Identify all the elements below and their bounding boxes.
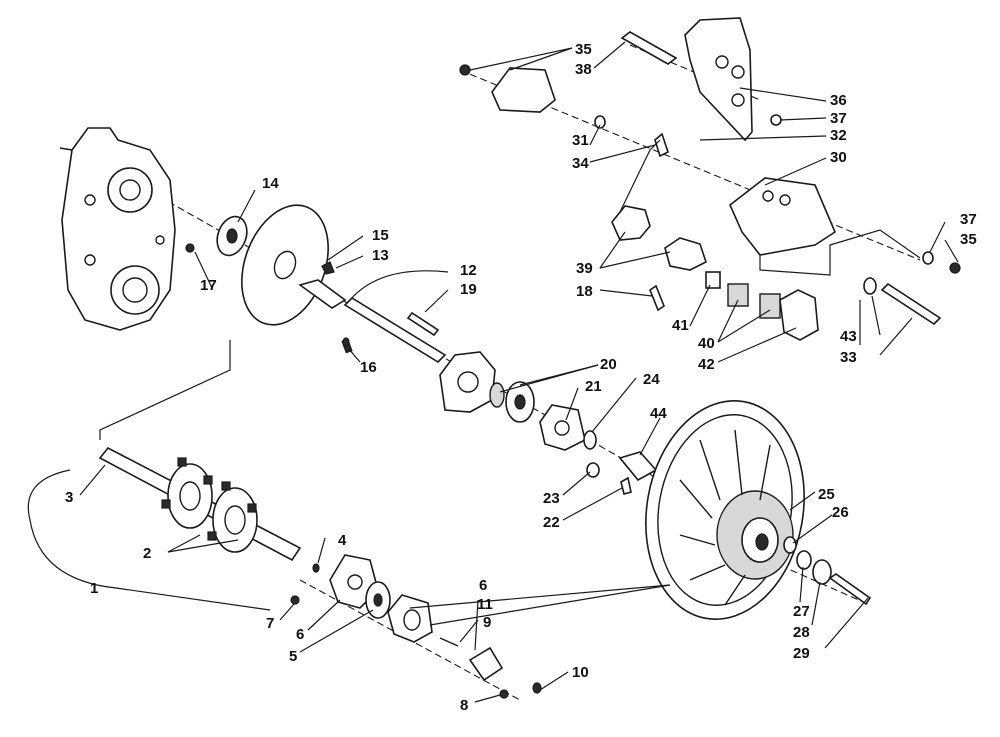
callout-7: 7 (266, 615, 274, 632)
callout-10: 10 (572, 664, 589, 681)
callout-8: 8 (460, 697, 468, 714)
center-lines (129, 44, 921, 701)
callout-42: 42 (698, 356, 715, 373)
callout-11: 11 (477, 596, 493, 613)
callout-24: 24 (643, 371, 660, 388)
callout-25: 25 (818, 486, 835, 503)
callout-28: 28 (793, 624, 810, 641)
callout-39: 39 (576, 260, 593, 277)
callout-36: 36 (830, 92, 847, 109)
callout-23: 23 (543, 490, 560, 507)
callout-35-top: 35 (575, 41, 592, 58)
callout-12: 12 (460, 262, 477, 279)
callout-1: 1 (90, 580, 98, 597)
callout-16: 16 (360, 359, 377, 376)
callout-14: 14 (262, 175, 279, 192)
callout-35-right: 35 (960, 231, 977, 248)
brake-bracket (491, 17, 836, 256)
callout-32: 32 (830, 127, 847, 144)
callout-4: 4 (338, 532, 347, 549)
callout-6-lower-right: 6 (479, 577, 487, 594)
upper-hardware (185, 31, 961, 347)
callout-19: 19 (460, 281, 477, 298)
callout-20: 20 (600, 356, 617, 373)
callout-15: 15 (372, 227, 389, 244)
callout-3: 3 (65, 489, 73, 506)
chaincase-housing (59, 127, 176, 331)
callout-33: 33 (840, 349, 857, 366)
callout-37-upper: 37 (830, 110, 847, 127)
driven-clutch (645, 400, 805, 620)
drive-shaft (98, 446, 302, 562)
callout-34: 34 (572, 155, 589, 172)
callout-27: 27 (793, 603, 810, 620)
assembly-lines (99, 139, 921, 440)
leader-lines (27, 41, 959, 703)
brake-disc (216, 204, 335, 326)
callout-18: 18 (576, 283, 593, 300)
callout-38: 38 (575, 61, 592, 78)
callout-21: 21 (585, 378, 602, 395)
callout-31: 31 (572, 132, 589, 149)
callout-37-right: 37 (960, 211, 977, 228)
callout-9: 9 (483, 614, 491, 631)
callout-30: 30 (830, 149, 847, 166)
callout-labels: 1 2 3 4 5 6 6 7 8 9 10 11 12 13 14 15 16… (65, 41, 977, 714)
callout-22: 22 (543, 514, 560, 531)
callout-40: 40 (698, 335, 715, 352)
callout-2: 2 (143, 545, 151, 562)
callout-17: 17 (200, 277, 217, 294)
callout-6-lower-left: 6 (296, 626, 304, 643)
brake-caliper (611, 205, 819, 341)
brake-shaft (298, 279, 447, 364)
callout-41: 41 (672, 317, 689, 334)
callout-43: 43 (840, 328, 857, 345)
clutch-hardware (783, 536, 872, 606)
callout-5: 5 (289, 648, 297, 665)
bearing-stack (489, 381, 658, 495)
bearing-plate-upper (439, 351, 496, 413)
lower-bearing-set (290, 554, 542, 699)
callout-29: 29 (793, 645, 810, 662)
callout-26: 26 (832, 504, 849, 521)
callout-44: 44 (650, 405, 667, 422)
callout-13: 13 (372, 247, 389, 264)
